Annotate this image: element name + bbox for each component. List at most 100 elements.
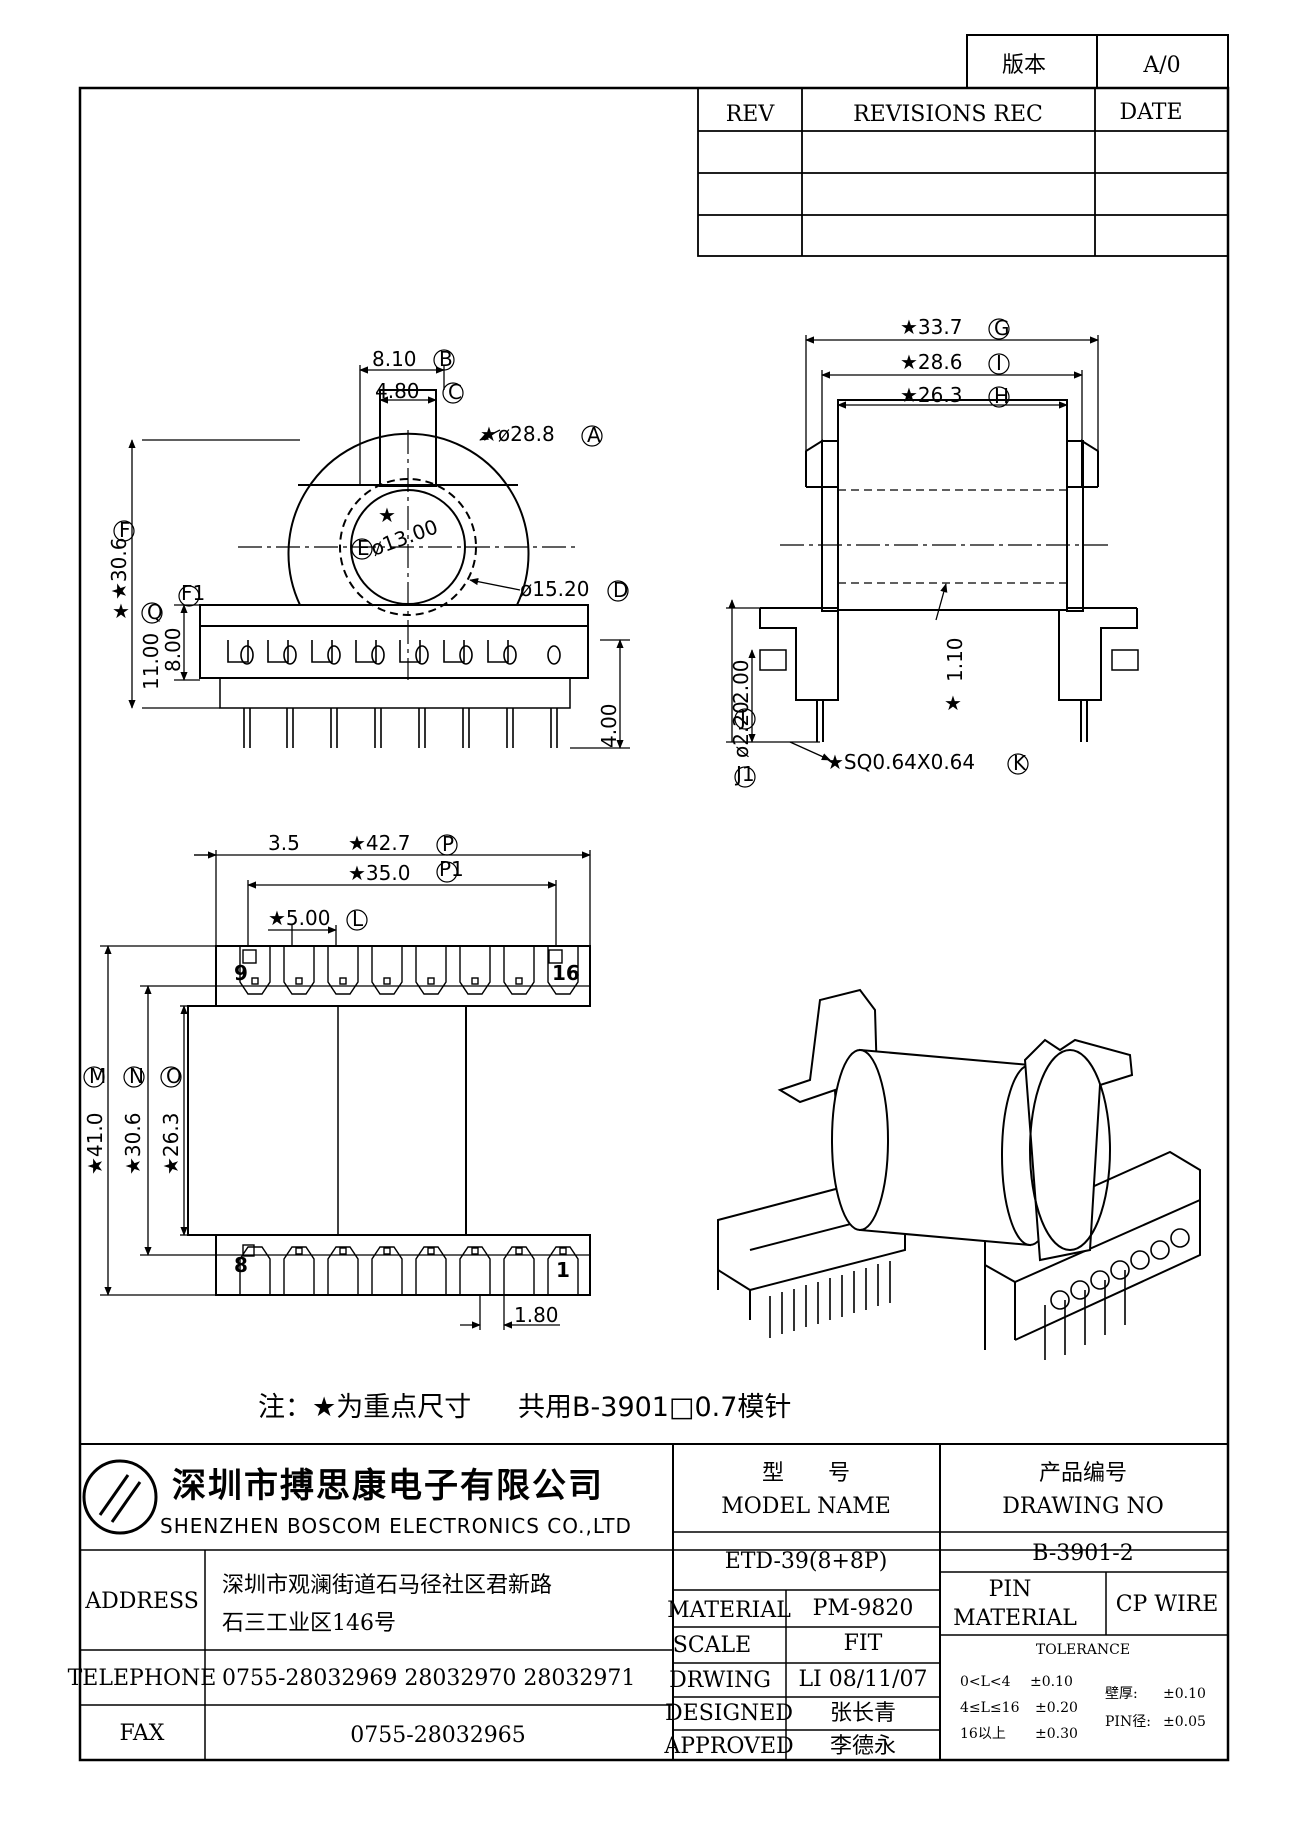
- dim-a-tag-circle: [581, 425, 603, 447]
- dim-d-tag-circle: [607, 580, 629, 602]
- dim-i-tag: I: [996, 351, 1002, 375]
- dim-f1-tag-circle: [178, 585, 200, 607]
- company-name-en: SHENZHEN BOSCOM ELECTRONICS CO.,LTD: [160, 1514, 632, 1538]
- side-dimensions: [726, 335, 1099, 761]
- dim-h-tag-circle: [988, 386, 1010, 408]
- iso-pins-right: [1044, 1228, 1190, 1360]
- note-shared-mold: 共用B-3901□0.7模针: [518, 1392, 791, 1423]
- revisions-table: [697, 87, 1229, 257]
- iso-pins-left: [769, 1261, 891, 1338]
- company-logo: [82, 1459, 158, 1535]
- tol-row1-value: ±0.10: [1030, 1674, 1073, 1690]
- dim-35-value: 3.5: [268, 831, 300, 855]
- model-value: ETD-39(8+8P): [725, 1549, 888, 1574]
- front-centerlines: [238, 430, 578, 680]
- revisions-rec-header: REVISIONS REC: [853, 102, 1043, 127]
- bottom-pin-slots: [239, 946, 579, 1295]
- dim-i-tag-circle: [988, 353, 1010, 375]
- dim-m-tag-circle: [83, 1066, 105, 1088]
- drawing-label-cn: 产品编号: [1039, 1461, 1127, 1486]
- dim-g-value: ★33.7: [900, 315, 962, 339]
- material-label: MATERIAL: [667, 1598, 791, 1623]
- dim-i-value: ★28.6: [900, 350, 962, 374]
- title-block-lines: [80, 1443, 1228, 1760]
- dim-j-tag-circle: [734, 708, 756, 730]
- scale-value: FIT: [844, 1631, 883, 1656]
- pin-1-label: 1: [556, 1258, 570, 1282]
- dim-b-tag-circle: [433, 349, 455, 371]
- dim-n-value: ★30.6: [121, 1113, 145, 1175]
- dim-g-tag-circle: [988, 318, 1010, 340]
- dim-220-value: ø2.20: [729, 701, 753, 758]
- pin-label-1: PIN: [989, 1577, 1032, 1602]
- dim-e-tag: E: [357, 536, 370, 560]
- dim-k-tag-circle: [1007, 753, 1029, 775]
- bottom-view: [187, 945, 591, 1296]
- dim-f-tag-circle: [113, 520, 135, 542]
- dim-q-tag-circle: [141, 602, 163, 624]
- pin-diameter-label: PIN径:: [1105, 1714, 1151, 1730]
- dim-o-value: ★26.3: [159, 1113, 183, 1175]
- dim-o-tag-circle: [160, 1066, 182, 1088]
- fax-value: 0755-28032965: [350, 1723, 525, 1748]
- wall-value: ±0.10: [1163, 1686, 1206, 1702]
- drwing-label: DRWING: [669, 1668, 771, 1693]
- drawing-label-en: DRAWING NO: [1002, 1494, 1164, 1519]
- tol-row3-value: ±0.30: [1035, 1726, 1078, 1742]
- tolerance-label: TOLERANCE: [1036, 1642, 1130, 1658]
- dim-p1-value: ★35.0: [348, 861, 410, 885]
- date-header: DATE: [1119, 100, 1182, 125]
- pin-16-label: 16: [552, 961, 580, 985]
- dim-200-value: 2.00: [729, 659, 753, 704]
- bottom-dimensions: [100, 850, 591, 1330]
- version-value: A/0: [1142, 53, 1180, 78]
- dim-180-value: 1.80: [514, 1303, 559, 1327]
- dim-n-tag: N: [129, 1064, 144, 1088]
- dim-h-value: ★26.3: [900, 383, 962, 407]
- front-pins: [227, 640, 561, 748]
- material-value: PM-9820: [813, 1596, 914, 1621]
- scale-label: SCALE: [673, 1633, 751, 1658]
- approved-value: 李德永: [830, 1734, 896, 1759]
- tol-row3-range: 16以上: [960, 1726, 1006, 1742]
- dim-b-tag: B: [439, 347, 453, 371]
- dim-k-tag: K: [1013, 751, 1027, 775]
- sheet-border: [78, 86, 1230, 1762]
- dim-f-tag: F: [119, 518, 131, 542]
- dim-a-tag: A: [587, 423, 601, 447]
- address-line2: 石三工业区146号: [222, 1611, 396, 1636]
- pin-label-2: MATERIAL: [953, 1606, 1077, 1631]
- dim-b-value: 8.10: [372, 347, 417, 371]
- side-view: [759, 399, 1139, 742]
- wall-label: 壁厚:: [1105, 1686, 1138, 1702]
- pin-diameter-value: ±0.05: [1163, 1714, 1206, 1730]
- pin-8-label: 8: [234, 1253, 248, 1277]
- dim-p1-tag-circle: [436, 861, 458, 883]
- fax-label: FAX: [120, 1721, 165, 1746]
- tol-row1-range: 0<L<4: [960, 1674, 1011, 1690]
- address-label: ADDRESS: [84, 1589, 199, 1614]
- telephone-value: 0755-28032969 28032970 28032971: [222, 1666, 635, 1691]
- dim-l-tag: L: [352, 907, 364, 931]
- dim-11-value: 11.00: [139, 633, 163, 690]
- designed-label: DESIGNED: [665, 1701, 793, 1726]
- tol-row2-value: ±0.20: [1035, 1700, 1078, 1716]
- dim-f-value: ★30.6: [107, 538, 131, 600]
- dim-110-value: 1.10: [943, 637, 967, 682]
- dim-e-star: ★: [378, 503, 396, 527]
- note-key-dimensions: 注：★为重点尺寸: [258, 1392, 471, 1423]
- dim-c-tag: C: [448, 380, 462, 404]
- address-line1: 深圳市观澜街道石马径社区君新路: [222, 1573, 552, 1598]
- dim-p-tag: P: [442, 832, 454, 856]
- pin-value: CP WIRE: [1116, 1592, 1219, 1617]
- dim-8-value: 8.00: [161, 627, 185, 672]
- side-star: ★: [944, 691, 962, 715]
- dim-n-tag-circle: [123, 1066, 145, 1088]
- pin-9-label: 9: [234, 961, 248, 985]
- dim-j-tag: J: [738, 706, 746, 730]
- dim-p1-tag: P1: [439, 857, 464, 881]
- drwing-value: LI 08/11/07: [798, 1667, 927, 1692]
- approved-label: APPROVED: [663, 1734, 793, 1759]
- dim-d-value: ø15.20: [520, 577, 590, 601]
